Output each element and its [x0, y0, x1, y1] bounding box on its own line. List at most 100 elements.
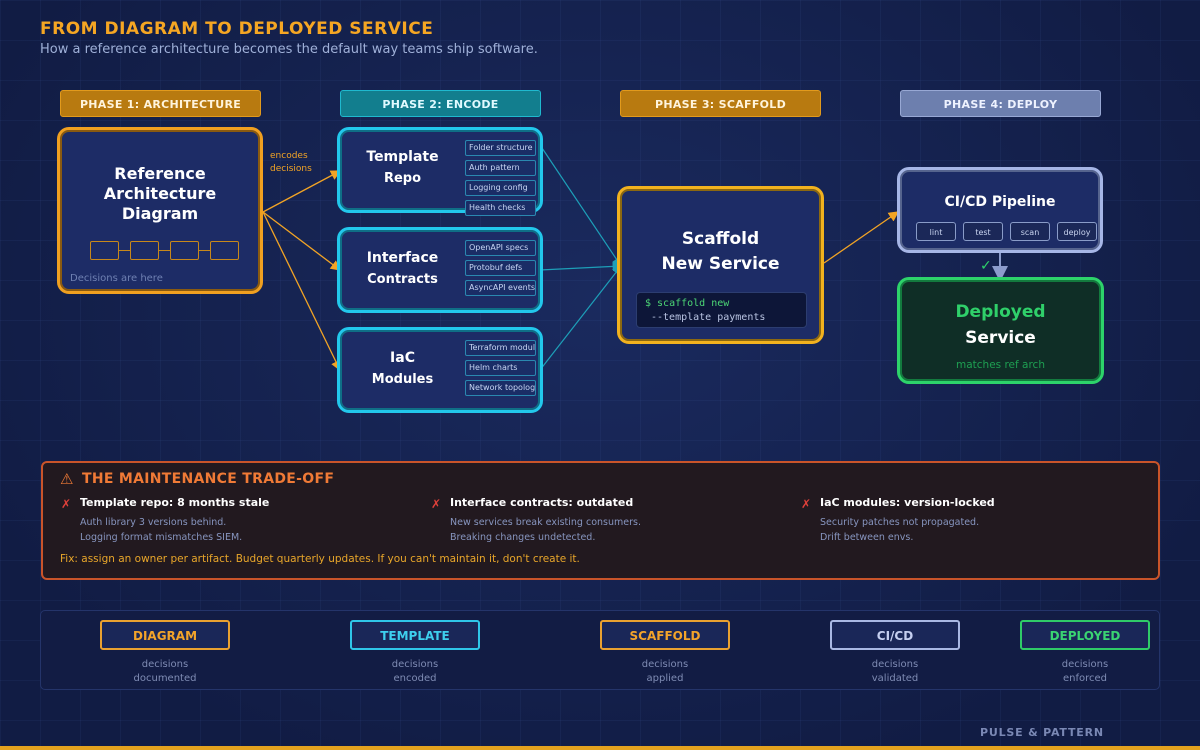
mini-link: [159, 250, 170, 251]
reference-title: Reference Architecture Diagram: [60, 164, 260, 224]
chip-openapi-specs: OpenAPI specs: [465, 240, 536, 256]
chip-network-topology: Network topology: [465, 380, 536, 396]
arrow-ref-to-template: [262, 170, 342, 213]
scaffold-command: $ scaffold new: [645, 298, 730, 309]
deployed-service-node: Deployed Service matches ref arch: [897, 277, 1104, 384]
tradeoff-title: THE MAINTENANCE TRADE-OFF: [82, 471, 335, 487]
interface-contracts-title: Interface Contracts: [340, 248, 465, 290]
phase-4-label: PHASE 4: DEPLOY: [900, 90, 1101, 117]
chip-auth-pattern: Auth pattern: [465, 160, 536, 176]
mini-component: [130, 241, 159, 260]
arrow-ref-to-contracts: [262, 211, 342, 271]
scaffold-terminal: $ scaffold new --template payments: [636, 292, 807, 328]
brand-footer: PULSE & PATTERN: [980, 726, 1104, 739]
issue-desc-line: Logging format mismatches SIEM.: [80, 532, 243, 543]
flow-caption-line: encoded: [393, 673, 437, 684]
pipeline-step-lint: lint: [916, 222, 956, 241]
scaffold-service-node: Scaffold New Service $ scaffold new --te…: [617, 186, 824, 344]
flow-caption-line: decisions: [641, 659, 689, 670]
chip-folder-structure: Folder structure: [465, 140, 536, 156]
flow-caption-line: validated: [871, 673, 919, 684]
bottom-accent-bar: [0, 746, 1200, 750]
page-subtitle: How a reference architecture becomes the…: [40, 42, 538, 57]
pipeline-step-deploy: deploy: [1057, 222, 1097, 241]
chip-health-checks: Health checks: [465, 200, 536, 216]
mini-link: [119, 250, 130, 251]
chip-asyncapi-events: AsyncAPI events: [465, 280, 536, 296]
flow-step-template: TEMPLATE: [350, 620, 480, 650]
encodes-label-line-1: encodes: [270, 151, 308, 161]
pipeline-step-scan: scan: [1010, 222, 1050, 241]
iac-title-line-1: IaC: [390, 350, 415, 366]
iac-title-line-2: Modules: [371, 372, 434, 387]
page-title: FROM DIAGRAM TO DEPLOYED SERVICE: [40, 19, 434, 39]
issue-title-contracts: Interface contracts: outdated: [450, 496, 634, 509]
reference-architecture-node: Reference Architecture Diagram Decisions…: [57, 127, 263, 294]
scaffold-title: Scaffold New Service: [620, 227, 821, 277]
flow-caption-line: decisions: [141, 659, 189, 670]
flow-caption-line: documented: [133, 673, 197, 684]
warning-icon: ⚠: [60, 470, 74, 488]
reference-title-line-1: Reference: [114, 164, 206, 183]
template-repo-node: Template Repo Folder structure Auth patt…: [337, 127, 543, 216]
mini-component: [170, 241, 199, 260]
arrow-scaffold-to-cicd: [823, 211, 900, 264]
iac-modules-title: IaC Modules: [340, 348, 465, 390]
check-icon: ✓: [980, 258, 992, 274]
flow-caption-line: decisions: [391, 659, 439, 670]
scaffold-title-line-2: New Service: [661, 254, 780, 274]
chip-protobuf-defs: Protobuf defs: [465, 260, 536, 276]
maintenance-tradeoff-panel: ⚠ THE MAINTENANCE TRADE-OFF ✗ Template r…: [41, 461, 1160, 580]
issue-desc-template: Auth library 3 versions behind. Logging …: [80, 515, 242, 545]
encodes-label-line-2: decisions: [270, 164, 312, 174]
issue-desc-contracts: New services break existing consumers. B…: [450, 515, 641, 545]
mini-link: [199, 250, 210, 251]
arrow-ref-to-iac: [262, 211, 341, 372]
contracts-title-line-1: Interface: [366, 250, 439, 266]
cicd-pipeline-node: CI/CD Pipeline lint test scan deploy: [897, 167, 1103, 253]
issue-x-icon: ✗: [61, 497, 72, 511]
flow-caption-diagram: decisions documented: [100, 658, 230, 686]
deployed-note: matches ref arch: [955, 359, 1045, 371]
issue-title-template: Template repo: 8 months stale: [80, 496, 270, 509]
issue-desc-line: Breaking changes undetected.: [450, 532, 596, 543]
chip-terraform-modules: Terraform modules: [465, 340, 536, 356]
issue-desc-iac: Security patches not propagated. Drift b…: [820, 515, 979, 545]
arrow-iac-to-scaffold: [539, 265, 622, 371]
issue-desc-line: Drift between envs.: [820, 532, 914, 543]
flow-caption-scaffold: decisions applied: [600, 658, 730, 686]
flow-caption-line: enforced: [1062, 673, 1108, 684]
iac-modules-node: IaC Modules Terraform modules Helm chart…: [337, 327, 543, 413]
phase-1-label: PHASE 1: ARCHITECTURE: [60, 90, 261, 117]
contracts-title-line-2: Contracts: [367, 272, 438, 287]
scaffold-title-line-1: Scaffold: [681, 229, 760, 249]
issue-desc-line: Security patches not propagated.: [820, 517, 980, 528]
arrow-template-to-scaffold: [539, 144, 622, 267]
flow-caption-line: applied: [646, 673, 684, 684]
issue-x-icon: ✗: [431, 497, 442, 511]
flow-step-scaffold: SCAFFOLD: [600, 620, 730, 650]
deployed-title-line-2: Service: [965, 328, 1036, 348]
template-repo-title: Template Repo: [340, 147, 465, 189]
mini-component: [210, 241, 239, 260]
tradeoff-fix: Fix: assign an owner per artifact. Budge…: [60, 553, 580, 565]
issue-desc-line: New services break existing consumers.: [450, 517, 641, 528]
cicd-title: CI/CD Pipeline: [944, 194, 1056, 210]
pipeline-step-test: test: [963, 222, 1003, 241]
issue-desc-line: Auth library 3 versions behind.: [80, 517, 227, 528]
reference-title-line-2: Architecture: [103, 184, 217, 203]
arrow-contracts-to-scaffold: [539, 261, 623, 272]
template-title-line-1: Template: [366, 149, 439, 165]
flow-step-diagram: DIAGRAM: [100, 620, 230, 650]
flow-step-deployed: DEPLOYED: [1020, 620, 1150, 650]
issue-title-iac: IaC modules: version-locked: [820, 496, 995, 509]
scaffold-flag: --template payments: [651, 312, 766, 323]
flow-step-cicd: CI/CD: [830, 620, 960, 650]
reference-note: Decisions are here: [70, 273, 163, 284]
flow-caption-template: decisions encoded: [350, 658, 480, 686]
flow-caption-deployed: decisions enforced: [1020, 658, 1150, 686]
flow-caption-cicd: decisions validated: [830, 658, 960, 686]
deployed-title-line-1: Deployed: [955, 302, 1046, 322]
phase-2-label: PHASE 2: ENCODE: [340, 90, 541, 117]
mini-component: [90, 241, 119, 260]
